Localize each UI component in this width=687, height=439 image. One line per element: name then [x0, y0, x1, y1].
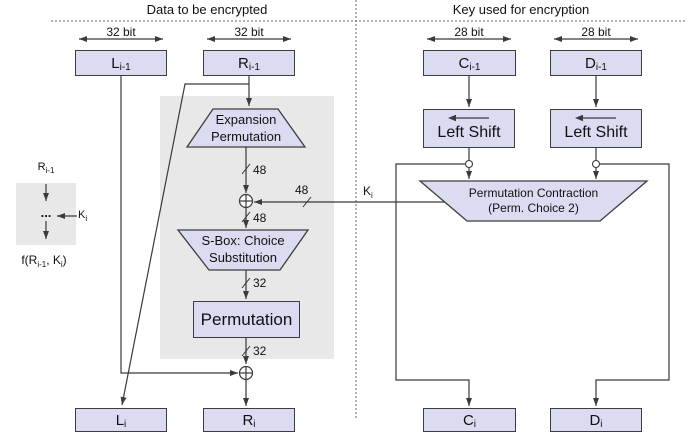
- round-key-main: K: [363, 184, 372, 198]
- slash-48key-icon: [302, 196, 312, 208]
- header-key-section: Key used for encryption: [452, 2, 590, 17]
- bus-label-permutation-out: 32: [253, 344, 267, 358]
- mini-r-prev-subscript: i-1: [45, 166, 55, 175]
- sbox-shape: [176, 229, 310, 271]
- trapezoid-blocks: [176, 108, 649, 271]
- left-shift-arrow-icon: [448, 114, 489, 122]
- slash-48b-icon: [241, 211, 251, 223]
- round-key-label: Ki: [363, 184, 373, 200]
- contraction-line1: Permutation Contraction: [468, 186, 599, 200]
- mini-key-main: K: [78, 209, 86, 221]
- bus-label-expansion-out: 48: [253, 163, 267, 177]
- bit-width-label-r: 32 bit: [234, 25, 264, 39]
- mini-key-label: Ki: [78, 209, 88, 223]
- left-shift-d-label: Left Shift: [564, 124, 628, 141]
- mini-f-label: f(Ri-1, Ki): [3, 253, 85, 269]
- expansion-line1: Expansion: [215, 112, 277, 127]
- slash-48a-icon: [241, 163, 251, 175]
- mini-f-s2: i: [60, 260, 63, 269]
- r-prev-to-l-next-line: [120, 83, 249, 406]
- register-d-next-subscript: i: [600, 418, 603, 430]
- register-r-prev-subscript: i-1: [248, 61, 260, 73]
- register-c-prev-subscript: i-1: [469, 61, 481, 73]
- left-shift-c-label: Left Shift: [437, 124, 501, 141]
- mini-f-s1: i-1: [37, 260, 47, 269]
- d-loop-line: [593, 163, 670, 406]
- expansion-permutation-shape: [185, 108, 307, 148]
- permutation-contraction-shape: [418, 180, 649, 222]
- left-shift-c-block: Left Shift: [423, 109, 515, 148]
- slash-32b-icon: [241, 345, 251, 357]
- register-l-prev-label: L: [111, 54, 120, 72]
- bit-width-label-l: 32 bit: [106, 25, 136, 39]
- l-prev-to-xor-line: [120, 76, 238, 376]
- sbox-line1: S-Box: Choice: [201, 233, 285, 248]
- bus-label-sbox-out: 32: [253, 276, 267, 290]
- slash-32a-icon: [241, 277, 251, 289]
- register-r-next-label: R: [242, 411, 254, 429]
- register-r-prev-label: R: [238, 54, 249, 72]
- bus-label-key-in: 48: [295, 183, 309, 197]
- bus-label-xor-out: 48: [253, 211, 267, 225]
- permutation-contraction-label: Permutation Contraction (Perm. Choice 2): [420, 186, 647, 215]
- left-shift-arrow-icon: [575, 114, 616, 122]
- bus-slash-ticks: [241, 163, 312, 357]
- d-junction-node-icon: [591, 159, 601, 169]
- expansion-line2: Permutation: [210, 128, 282, 144]
- mini-r-prev-label: Ri-1: [16, 161, 76, 175]
- mini-dots-label: ...: [40, 205, 52, 220]
- mini-f-p2: , K: [46, 253, 61, 267]
- bit-width-label-c: 28 bit: [454, 25, 484, 39]
- left-shift-d-block: Left Shift: [550, 109, 642, 148]
- register-l-next-label: L: [115, 411, 125, 429]
- register-d-prev-label: D: [585, 54, 596, 72]
- bit-width-label-d: 28 bit: [581, 25, 611, 39]
- xor-nodes: [238, 193, 254, 381]
- permutation-block: Permutation: [193, 301, 300, 338]
- register-d-prev-subscript: i-1: [595, 61, 607, 73]
- register-l-next-subscript: i: [124, 418, 127, 430]
- mini-key-subscript: i: [85, 214, 88, 223]
- round-key-subscript: i: [371, 191, 373, 200]
- register-c-next-label: C: [462, 411, 474, 429]
- register-r-next-subscript: i: [253, 418, 256, 430]
- mini-r-prev-main: R: [37, 161, 46, 173]
- expansion-permutation-label: Expansion Permutation: [187, 112, 305, 145]
- sbox-line2: Substitution: [209, 249, 277, 265]
- register-d-next-label: D: [589, 411, 601, 429]
- register-c-prev-label: C: [458, 54, 470, 72]
- c-junction-node-icon: [464, 159, 474, 169]
- register-l-prev-subscript: i-1: [119, 61, 131, 73]
- c-loop-line: [395, 163, 472, 406]
- contraction-line2: (Perm. Choice 2): [488, 200, 579, 215]
- mini-f-p3: ): [62, 253, 67, 267]
- register-c-next-subscript: i: [473, 418, 477, 430]
- mini-f-p1: f(R: [21, 253, 38, 267]
- sbox-label: S-Box: Choice Substitution: [178, 233, 308, 266]
- header-data-section: Data to be encrypted: [146, 2, 268, 17]
